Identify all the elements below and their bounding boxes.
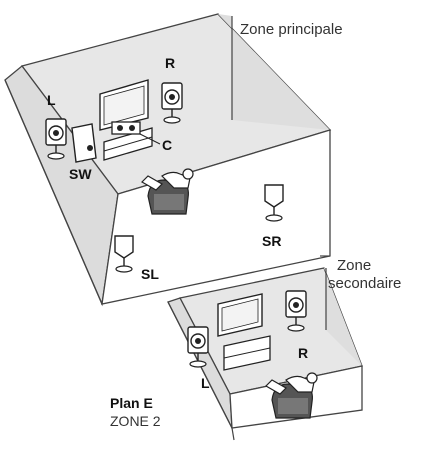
label-center: C [162, 137, 173, 153]
center-speaker [111, 121, 161, 145]
tv-cabinet [99, 79, 153, 161]
label-zone2-right: R [298, 345, 309, 361]
surround-left-speaker [114, 235, 134, 273]
surround-right-speaker [264, 184, 284, 222]
subwoofer [71, 123, 97, 163]
main-zone-title: Zone principale [240, 21, 343, 38]
zone2-tv-cabinet [217, 293, 271, 371]
label-subwoofer: SW [69, 166, 92, 182]
second-zone-title-line1: Zone [337, 257, 372, 274]
label-zone2-left: L [201, 375, 210, 391]
label-surround-left: SL [141, 266, 159, 282]
label-front-right: R [165, 55, 176, 71]
label-surround-right: SR [262, 233, 282, 249]
plan-subtitle: ZONE 2 [110, 413, 161, 429]
plan-title: Plan E [110, 395, 153, 411]
label-front-left: L [47, 92, 56, 108]
second-zone-title-line2: secondaire [328, 275, 402, 292]
